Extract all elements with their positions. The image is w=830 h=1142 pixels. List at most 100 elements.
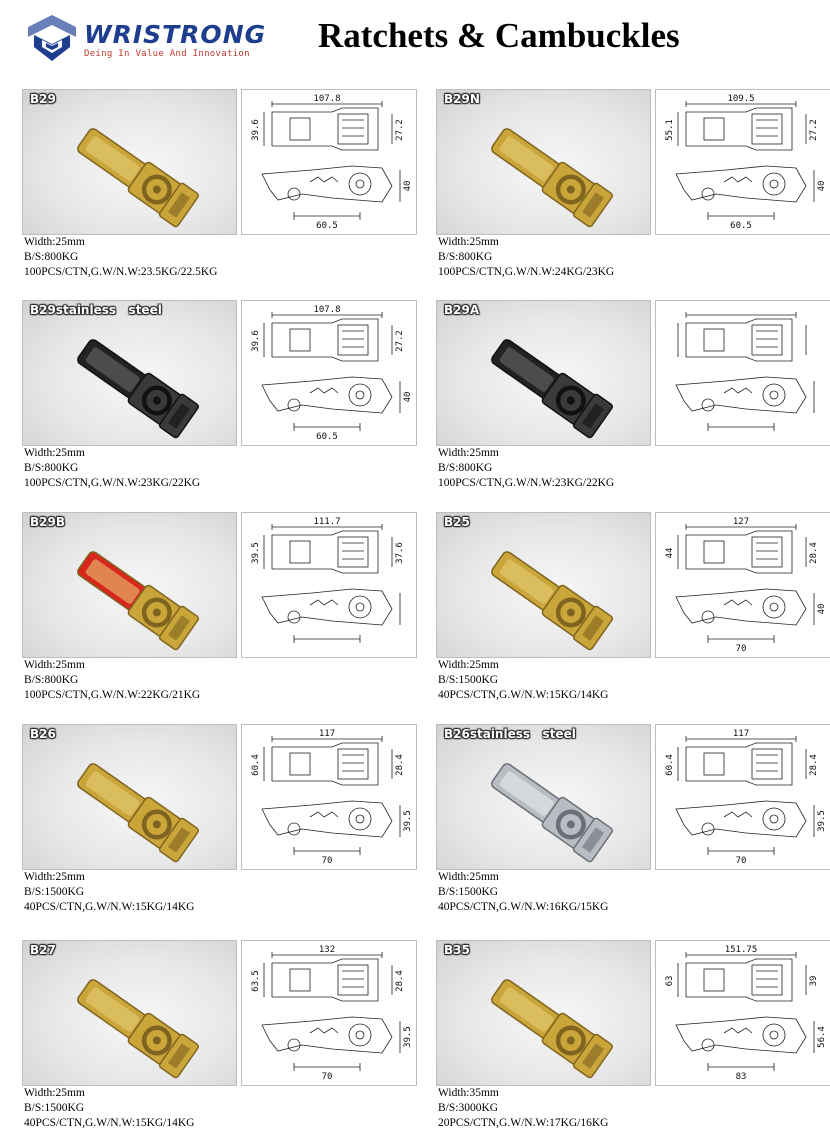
page-title: Ratchets & Cambuckles bbox=[318, 16, 680, 55]
product-photo: B29A bbox=[436, 300, 651, 446]
wristrong-logo-icon bbox=[28, 15, 76, 61]
spec-width: Width:25mm bbox=[438, 871, 499, 883]
spec-packing: 40PCS/CTN,G.W/N.W:16KG/15KG bbox=[438, 901, 609, 913]
spec-packing: 40PCS/CTN,G.W/N.W:15KG/14KG bbox=[438, 689, 609, 701]
svg-text:56.4: 56.4 bbox=[817, 1026, 827, 1048]
spec-width: Width:25mm bbox=[24, 236, 85, 248]
svg-text:28.4: 28.4 bbox=[395, 754, 405, 776]
product-photo: B26stainless steel bbox=[436, 724, 651, 870]
product-code: B35 bbox=[444, 943, 470, 957]
spec-width: Width:25mm bbox=[24, 1087, 85, 1099]
svg-text:109.5: 109.5 bbox=[727, 94, 754, 104]
product-code: B29 bbox=[30, 92, 56, 106]
product-code: B26 bbox=[30, 727, 56, 741]
svg-text:40: 40 bbox=[403, 392, 413, 403]
svg-text:39.5: 39.5 bbox=[251, 542, 261, 564]
svg-text:39.6: 39.6 bbox=[251, 330, 261, 352]
svg-text:127: 127 bbox=[733, 517, 749, 527]
dimension-drawing bbox=[675, 312, 815, 431]
svg-text:107.8: 107.8 bbox=[313, 305, 340, 315]
svg-text:28.4: 28.4 bbox=[809, 542, 819, 564]
product-code: B29B bbox=[30, 515, 65, 529]
svg-text:107.8: 107.8 bbox=[313, 94, 340, 104]
spec-packing: 100PCS/CTN,G.W/N.W:23KG/22KG bbox=[438, 477, 615, 489]
product-code: B29N bbox=[444, 92, 480, 106]
technical-drawing: 109.5 55.1 27.2 40 60.5 bbox=[655, 89, 830, 235]
product-card-8: B27 bbox=[22, 940, 417, 1140]
svg-text:60.5: 60.5 bbox=[316, 432, 338, 442]
svg-text:60.4: 60.4 bbox=[665, 754, 675, 776]
ratchet-buckle-image bbox=[491, 339, 614, 439]
svg-text:39.6: 39.6 bbox=[251, 119, 261, 141]
spec-packing: 100PCS/CTN,G.W/N.W:23.5KG/22.5KG bbox=[24, 266, 218, 278]
svg-text:70: 70 bbox=[736, 856, 747, 866]
ratchet-buckle-image bbox=[77, 763, 200, 863]
product-code: B29A bbox=[444, 303, 480, 317]
ratchet-buckle-image bbox=[77, 339, 200, 439]
product-card-0: B29 bbox=[22, 89, 417, 289]
technical-drawing bbox=[655, 300, 830, 446]
spec-breaking-strength: B/S:800KG bbox=[24, 462, 79, 474]
spec-width: Width:25mm bbox=[24, 447, 85, 459]
svg-text:40: 40 bbox=[817, 604, 827, 615]
product-card-6: B26 bbox=[22, 724, 417, 924]
svg-text:44: 44 bbox=[665, 548, 675, 559]
technical-drawing: 107.8 39.6 27.2 40 60.5 bbox=[241, 89, 417, 235]
svg-text:60.5: 60.5 bbox=[730, 221, 752, 231]
spec-breaking-strength: B/S:1500KG bbox=[438, 674, 499, 686]
ratchet-buckle-image bbox=[491, 763, 614, 863]
svg-text:117: 117 bbox=[319, 729, 335, 739]
dimension-drawing: 151.75 63 39 56.4 83 bbox=[665, 945, 827, 1082]
spec-breaking-strength: B/S:1500KG bbox=[24, 1102, 85, 1114]
product-photo: B29 bbox=[22, 89, 237, 235]
svg-text:111.7: 111.7 bbox=[313, 517, 340, 527]
product-photo: B29N bbox=[436, 89, 651, 235]
product-card-9: B35 bbox=[436, 940, 830, 1140]
svg-text:40: 40 bbox=[817, 181, 827, 192]
spec-breaking-strength: B/S:800KG bbox=[438, 251, 493, 263]
product-code: B26stainless steel bbox=[444, 727, 576, 741]
spec-width: Width:25mm bbox=[438, 447, 499, 459]
spec-packing: 40PCS/CTN,G.W/N.W:15KG/14KG bbox=[24, 1117, 195, 1129]
svg-text:70: 70 bbox=[322, 856, 333, 866]
svg-text:27.2: 27.2 bbox=[809, 119, 819, 141]
product-photo: B26 bbox=[22, 724, 237, 870]
spec-breaking-strength: B/S:3000KG bbox=[438, 1102, 499, 1114]
product-card-5: B25 bbox=[436, 512, 830, 712]
dimension-drawing: 111.7 39.5 37.6 bbox=[251, 517, 405, 643]
product-card-3: B29A bbox=[436, 300, 830, 500]
ratchet-buckle-image bbox=[491, 551, 614, 651]
product-code: B27 bbox=[30, 943, 56, 957]
dimension-drawing: 117 60.4 28.4 39.5 70 bbox=[251, 729, 413, 866]
svg-text:39.5: 39.5 bbox=[403, 810, 413, 832]
spec-packing: 20PCS/CTN,G.W/N.W:17KG/16KG bbox=[438, 1117, 609, 1129]
product-photo: B29B bbox=[22, 512, 237, 658]
svg-text:117: 117 bbox=[733, 729, 749, 739]
technical-drawing: 127 44 28.4 40 70 bbox=[655, 512, 830, 658]
ratchet-buckle-image bbox=[77, 128, 200, 228]
svg-text:39.5: 39.5 bbox=[817, 810, 827, 832]
spec-width: Width:25mm bbox=[438, 236, 499, 248]
svg-text:60.5: 60.5 bbox=[316, 221, 338, 231]
spec-width: Width:25mm bbox=[24, 659, 85, 671]
product-photo: B25 bbox=[436, 512, 651, 658]
technical-drawing: 117 60.4 28.4 39.5 70 bbox=[241, 724, 417, 870]
spec-breaking-strength: B/S:800KG bbox=[24, 251, 79, 263]
technical-drawing: 117 60.4 28.4 39.5 70 bbox=[655, 724, 830, 870]
spec-breaking-strength: B/S:800KG bbox=[24, 674, 79, 686]
svg-text:37.6: 37.6 bbox=[395, 542, 405, 564]
svg-text:132: 132 bbox=[319, 945, 335, 955]
svg-text:39: 39 bbox=[809, 976, 819, 987]
svg-text:39.5: 39.5 bbox=[403, 1026, 413, 1048]
spec-breaking-strength: B/S:800KG bbox=[438, 462, 493, 474]
svg-text:70: 70 bbox=[322, 1072, 333, 1082]
svg-text:55.1: 55.1 bbox=[665, 119, 675, 141]
technical-drawing: 132 63.5 28.4 39.5 70 bbox=[241, 940, 417, 1086]
brand-tagline: Deing In Value And Innovation bbox=[84, 49, 250, 59]
technical-drawing: 107.8 39.6 27.2 40 60.5 bbox=[241, 300, 417, 446]
dimension-drawing: 107.8 39.6 27.2 40 60.5 bbox=[251, 305, 413, 442]
product-card-1: B29N bbox=[436, 89, 830, 289]
svg-text:63.5: 63.5 bbox=[251, 970, 261, 992]
product-code: B29stainless steel bbox=[30, 303, 162, 317]
spec-breaking-strength: B/S:1500KG bbox=[438, 886, 499, 898]
